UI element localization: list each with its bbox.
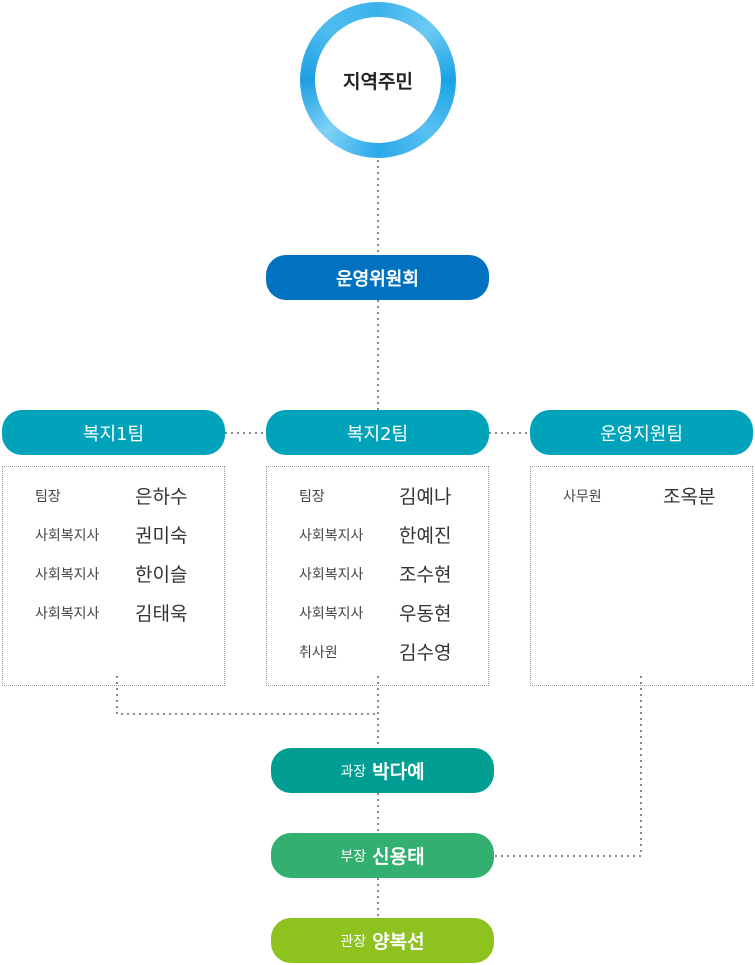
member-name: 한이슬 bbox=[135, 564, 188, 586]
manager-node-section-chief: 과장 박다예 bbox=[271, 748, 494, 793]
member-name: 한예진 bbox=[399, 525, 452, 547]
member-row: 사회복지사 한이슬 bbox=[3, 554, 224, 593]
member-role: 사회복지사 bbox=[35, 566, 100, 583]
member-row: 팀장 은하수 bbox=[3, 476, 224, 515]
member-row: 사회복지사 김태욱 bbox=[3, 593, 224, 632]
member-role: 팀장 bbox=[299, 488, 325, 505]
manager-role: 과장 bbox=[340, 763, 367, 780]
member-row: 팀장 김예나 bbox=[267, 476, 488, 515]
manager-name: 양복선 bbox=[372, 931, 425, 953]
manager-role: 관장 bbox=[340, 933, 367, 950]
member-name: 권미숙 bbox=[135, 525, 188, 547]
member-name: 조옥분 bbox=[663, 486, 716, 508]
member-role: 사회복지사 bbox=[35, 605, 100, 622]
team-2-header: 복지2팀 bbox=[266, 410, 489, 455]
member-name: 우동현 bbox=[399, 603, 452, 625]
manager-role: 부장 bbox=[340, 848, 367, 865]
committee-node: 운영위원회 bbox=[266, 255, 489, 300]
member-row: 사무원 조옥분 bbox=[531, 476, 752, 515]
member-row: 사회복지사 우동현 bbox=[267, 593, 488, 632]
member-row: 사회복지사 한예진 bbox=[267, 515, 488, 554]
member-role: 팀장 bbox=[35, 488, 61, 505]
member-row: 사회복지사 조수현 bbox=[267, 554, 488, 593]
community-node: 지역주민 bbox=[315, 17, 441, 143]
member-name: 은하수 bbox=[135, 486, 188, 508]
member-name: 조수현 bbox=[399, 564, 452, 586]
member-role: 취사원 bbox=[299, 644, 338, 661]
manager-name: 박다예 bbox=[372, 761, 425, 783]
member-name: 김태욱 bbox=[135, 603, 188, 625]
member-role: 사회복지사 bbox=[299, 566, 364, 583]
manager-name: 신용태 bbox=[372, 846, 425, 868]
member-role: 사회복지사 bbox=[35, 527, 100, 544]
member-role: 사회복지사 bbox=[299, 527, 364, 544]
member-name: 김예나 bbox=[399, 486, 452, 508]
team-1-header: 복지1팀 bbox=[2, 410, 225, 455]
member-row: 사회복지사 권미숙 bbox=[3, 515, 224, 554]
member-role: 사무원 bbox=[563, 488, 602, 505]
manager-node-head: 관장 양복선 bbox=[271, 918, 494, 963]
member-name: 김수영 bbox=[399, 642, 452, 664]
team-3-members: 사무원 조옥분 bbox=[530, 466, 753, 686]
team-3-header: 운영지원팀 bbox=[530, 410, 753, 455]
member-row: 취사원 김수영 bbox=[267, 632, 488, 671]
member-role: 사회복지사 bbox=[299, 605, 364, 622]
manager-node-director: 부장 신용태 bbox=[271, 833, 494, 878]
